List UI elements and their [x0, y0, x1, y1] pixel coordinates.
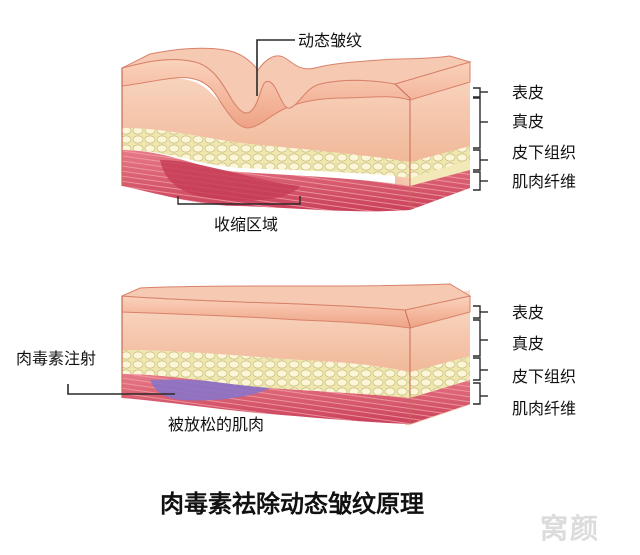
bottom-fat-layer	[122, 350, 470, 398]
bottom-label-epidermis: 表皮	[512, 303, 544, 322]
top-label-muscle-fiber: 肌肉纤维	[512, 172, 576, 191]
watermark-logo: 窝颜	[540, 512, 600, 545]
diagram-caption: 肉毒素祛除动态皱纹原理	[160, 490, 424, 518]
top-skin-surface	[121, 47, 472, 114]
callout-contraction-area: 收缩区域	[214, 215, 278, 234]
bottom-label-subcutaneous: 皮下组织	[512, 367, 576, 386]
callout-botox-injection: 肉毒素注射	[16, 349, 96, 368]
contracted-muscle-bulge	[160, 160, 300, 201]
injection-leader-line	[67, 384, 175, 395]
top-fat-layer	[122, 128, 470, 178]
top-layer-braces	[473, 87, 488, 191]
wrinkle-leader-line	[256, 39, 295, 96]
bottom-label-muscle-fiber: 肌肉纤维	[512, 399, 576, 418]
top-label-subcutaneous: 皮下组织	[512, 143, 576, 162]
callout-relaxed-muscle: 被放松的肌肉	[168, 415, 264, 434]
bottom-layer-braces	[473, 305, 488, 405]
top-dermis-layer	[122, 78, 470, 162]
bottom-skin-diagram	[121, 283, 472, 425]
bottom-label-dermis: 真皮	[512, 334, 544, 353]
top-skin-diagram	[121, 47, 472, 212]
contraction-bracket	[177, 196, 301, 205]
callout-dynamic-wrinkle: 动态皱纹	[298, 31, 362, 50]
top-label-epidermis: 表皮	[512, 83, 544, 102]
bottom-skin-surface	[121, 283, 472, 311]
top-label-dermis: 真皮	[512, 112, 544, 131]
